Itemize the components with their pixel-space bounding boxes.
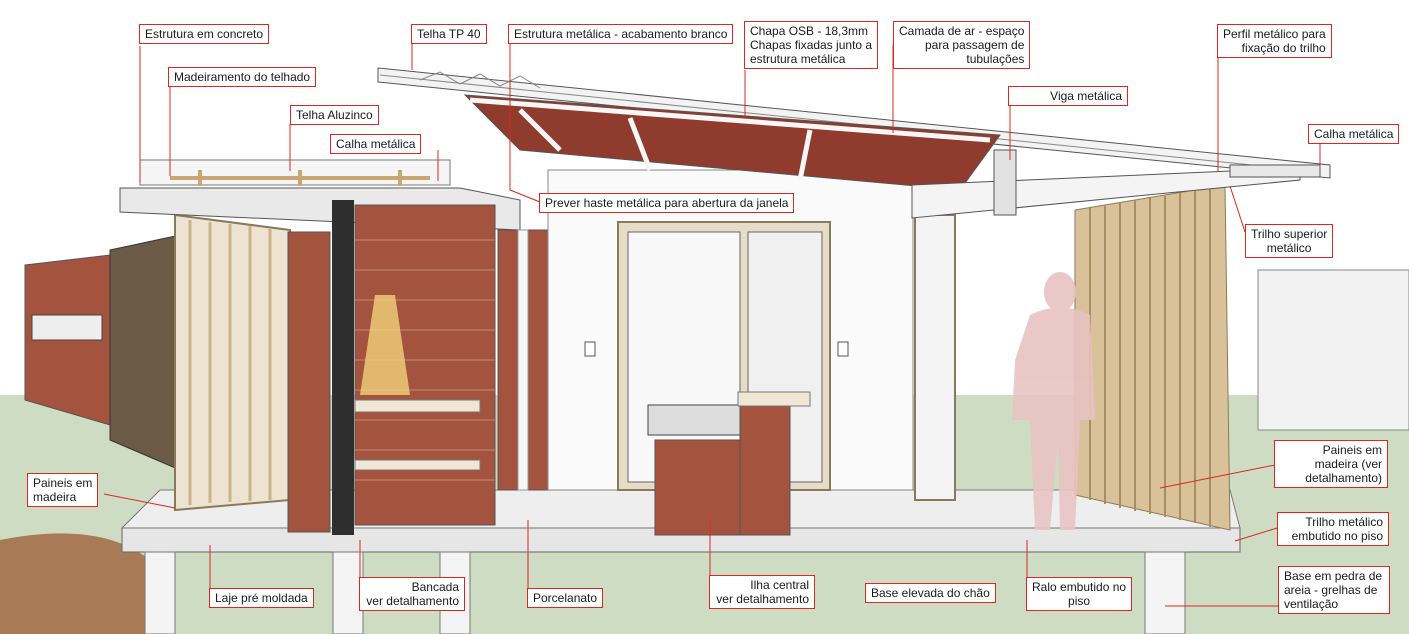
label-calha-metalica-right: Calha metálica xyxy=(1308,124,1400,144)
left-roof-tiles xyxy=(139,159,451,186)
island-cooktop xyxy=(647,404,749,436)
right-gutter xyxy=(1229,164,1321,178)
glass-door-right xyxy=(914,214,956,501)
wood-slats xyxy=(1089,188,1211,527)
label-madeiramento: Madeiramento do telhado xyxy=(168,67,317,87)
label-estrutura-metalica: Estrutura metálica - acabamento branco xyxy=(508,24,734,44)
wall-switch xyxy=(837,341,849,357)
counter-shelf xyxy=(354,459,481,471)
label-calha-metalica-left: Calha metálica xyxy=(330,134,422,154)
island-block xyxy=(739,399,791,536)
metal-structure xyxy=(469,97,991,181)
counter-top xyxy=(354,399,481,413)
wood-panel-frame xyxy=(174,213,291,512)
label-estrutura-concreto: Estrutura em concreto xyxy=(139,24,270,44)
hood-light xyxy=(360,295,410,395)
island-base xyxy=(654,439,751,536)
label-laje: Laje pré moldada xyxy=(209,588,314,608)
human-figure xyxy=(1012,272,1095,530)
neighbor-wall xyxy=(1257,269,1409,431)
pillar xyxy=(144,551,176,634)
concrete-column xyxy=(332,200,354,535)
ground-soil xyxy=(0,533,160,634)
label-telha-aluzinco: Telha Aluzinco xyxy=(290,105,379,125)
metal-beam-post xyxy=(993,149,1017,216)
wood-slats xyxy=(188,220,272,505)
label-viga-metalica: Viga metálica xyxy=(1008,86,1128,106)
roof-timber xyxy=(170,170,430,186)
label-prever-haste: Prever haste metálica para abertura da j… xyxy=(539,193,795,213)
white-post xyxy=(517,229,529,491)
main-roof xyxy=(377,67,1331,179)
left-wing-windows xyxy=(31,314,103,341)
pillar xyxy=(1144,551,1186,634)
island-top xyxy=(737,391,811,407)
label-base-elevada: Base elevada do chão xyxy=(865,583,996,603)
left-wing-panels xyxy=(109,234,181,471)
label-porcelanato: Porcelanato xyxy=(527,588,604,608)
label-telha-tp40: Telha TP 40 xyxy=(411,24,487,44)
brick-wall xyxy=(287,231,331,533)
wall-switch xyxy=(584,341,596,357)
